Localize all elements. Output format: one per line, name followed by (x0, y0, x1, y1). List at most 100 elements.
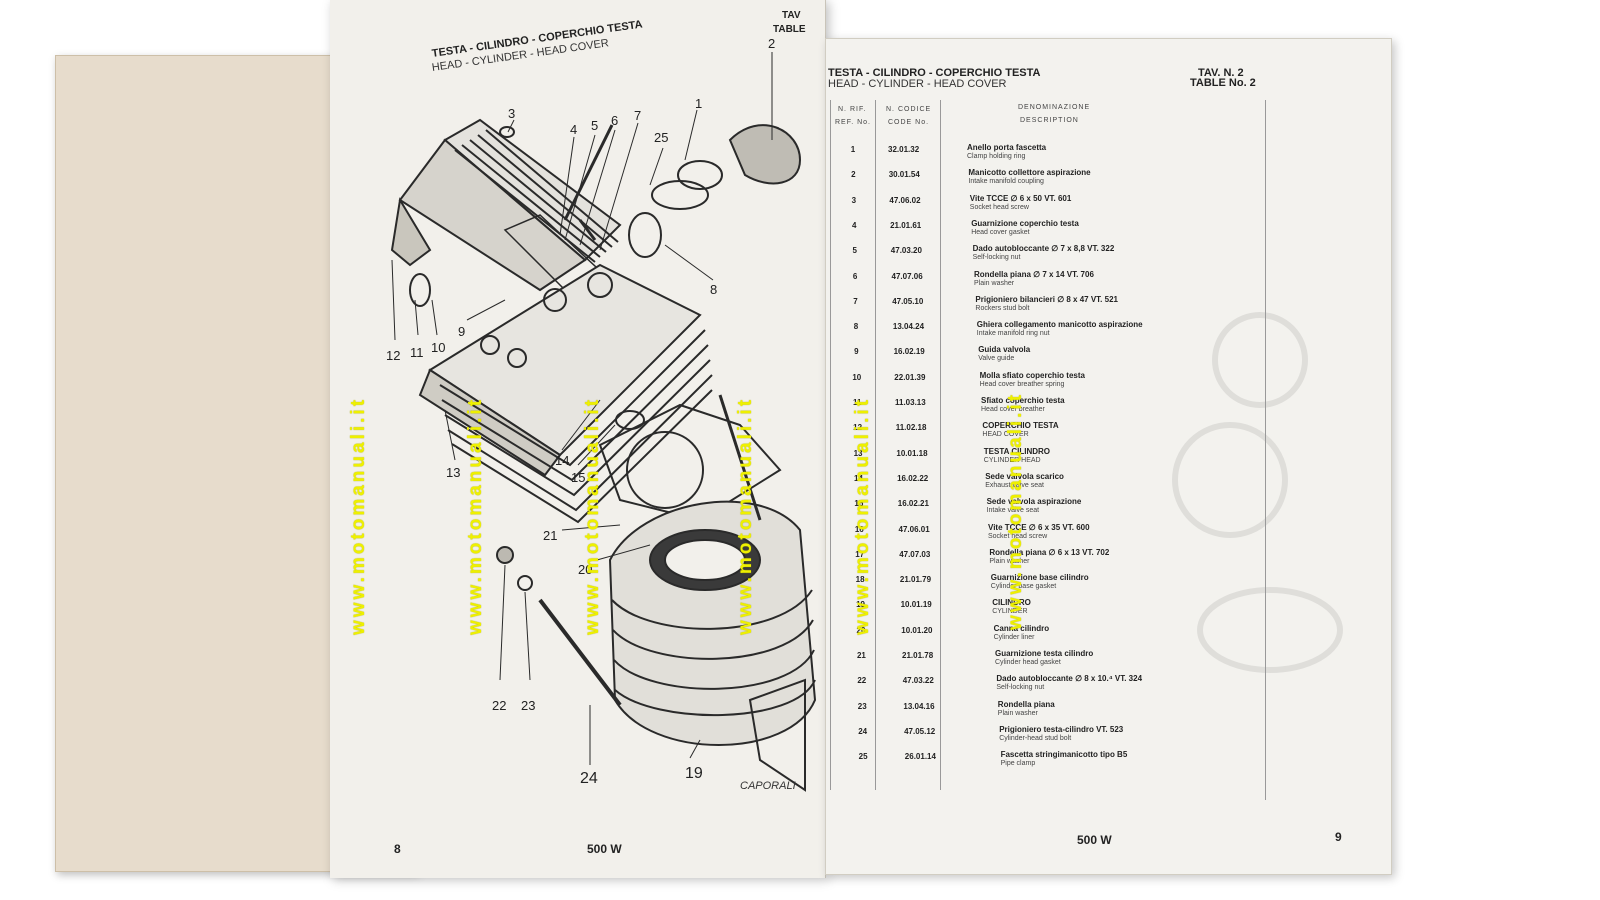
part-code: 47.07.03 (899, 549, 931, 559)
right-page (825, 38, 1392, 875)
part-ref-number: 12 (853, 423, 863, 433)
part-name-english: Intake manifold ring nut (976, 330, 1050, 338)
stud-bolt-7-drawing (563, 124, 614, 221)
callout-25: 25 (654, 130, 669, 145)
part-code: 22.01.39 (894, 372, 926, 382)
part-ref-number: 6 (852, 271, 858, 281)
part-name-english: Exhaust valve seat (985, 481, 1044, 489)
part-name-italian: Rondella piana ∅ 7 x 14 VT. 706 (974, 269, 1094, 279)
part-name-italian: Manicotto collettore aspirazione (968, 168, 1091, 178)
part-name-italian: Rondella piana ∅ 6 x 13 VT. 702 (989, 547, 1110, 557)
left-page-model: 500 W (587, 842, 622, 856)
watermark-text: www.motomanuali.it (465, 396, 486, 635)
part-name-italian: CILINDRO (992, 598, 1031, 608)
part-code: 30.01.54 (888, 170, 920, 180)
cylinder-drawing (608, 500, 817, 746)
header-code-italian: N. CODICE (886, 106, 932, 113)
callout-19: 19 (685, 765, 703, 782)
part-name-italian: Prigioniero testa-cilindro VT. 523 (999, 724, 1124, 734)
part-ref-number: 11 (852, 398, 862, 407)
callout-4: 4 (570, 122, 578, 137)
callout-13: 13 (446, 465, 461, 480)
part-ref-number: 25 (858, 752, 868, 762)
part-name-english: Self-locking nut (972, 254, 1021, 262)
table-line-code-desc (940, 100, 941, 790)
part-name-italian: Guarnizione base cilindro (990, 573, 1089, 583)
part-ref-number: 5 (852, 246, 857, 256)
part-name-italian: Ghiera collegamento manicotto aspirazion… (976, 320, 1143, 330)
part-name-italian: Guarnizione coperchio testa (971, 218, 1079, 228)
left-page-number: 8 (394, 842, 401, 856)
part-code: 47.03.20 (890, 246, 922, 256)
part-name-english: Plain washer (997, 709, 1038, 717)
table-line-left (830, 100, 831, 790)
part-name-english: Head cover breather (981, 406, 1045, 413)
watermark-text: www.motomanuali.it (852, 396, 873, 635)
callout-11: 11 (410, 345, 424, 360)
callout-6: 6 (611, 113, 619, 128)
watermark-text: www.motomanuali.it (1005, 391, 1026, 630)
part-name-italian: Guarnizione testa cilindro (995, 649, 1094, 658)
watermark-text: www.motomanuali.it (348, 396, 369, 635)
left-page-corner-table: TABLE (773, 24, 806, 35)
part-ref-number: 4 (852, 220, 857, 230)
intake-manifold-drawing (628, 124, 802, 258)
part-name-italian: Dado autobloccante ∅ 7 x 8,8 VT. 322 (972, 244, 1115, 254)
part-ref-number: 1 (850, 145, 856, 154)
callout-10: 10 (431, 340, 446, 355)
part-ref-number: 2 (851, 170, 856, 180)
callout-23: 23 (521, 698, 536, 713)
part-code: 16.02.19 (893, 347, 925, 357)
part-name-english: CYLINDER HEAD (983, 456, 1041, 464)
part-name-italian: Prigioniero bilancieri ∅ 8 x 47 VT. 521 (975, 294, 1118, 304)
part-name-italian: Sede valvola scarico (985, 471, 1064, 481)
callout-1: 1 (695, 96, 703, 111)
part-name-english: Intake manifold coupling (968, 178, 1044, 186)
part-ref-number: 7 (853, 296, 858, 306)
part-code: 13.04.16 (903, 701, 935, 711)
left-page-corner-tav: TAV (782, 10, 801, 21)
drawing-signature: CAPORALI (740, 780, 796, 792)
part-code: 10.01.20 (901, 625, 933, 635)
part-code: 13.04.24 (892, 322, 925, 332)
callout-3: 3 (508, 106, 516, 121)
part-ref-number: 18 (855, 575, 865, 585)
part-ref-number: 20 (856, 625, 866, 635)
part-code: 11.02.18 (895, 423, 927, 433)
part-code: 10.01.18 (896, 448, 928, 458)
part-ref-number: 10 (852, 372, 862, 382)
part-ref-number: 24 (858, 726, 868, 736)
callout-24: 24 (580, 770, 598, 787)
header-ref-english: REF. No. (835, 119, 872, 126)
right-page-title-italian: TESTA - CILINDRO - COPERCHIO TESTA (828, 67, 1041, 79)
part-name-italian: Molla sfiato coperchio testa (979, 370, 1085, 380)
part-name-italian: Canna cilindro (993, 623, 1050, 633)
show-through-drawing (1172, 312, 1343, 673)
part-name-english: Head cover gasket (971, 228, 1030, 236)
right-page-number: 9 (1335, 830, 1342, 844)
callout-20: 20 (578, 562, 593, 577)
callout-9: 9 (458, 324, 466, 339)
part-code: 21.01.78 (902, 651, 934, 660)
header-desc-english: DESCRIPTION (1020, 117, 1079, 124)
cylinder-head-drawing (418, 263, 713, 524)
part-name-italian: TESTA CILINDRO (983, 446, 1051, 456)
part-code: 11.03.13 (895, 398, 926, 407)
part-code: 21.01.79 (899, 575, 932, 585)
part-name-english: Cylinder base gasket (990, 583, 1057, 591)
callout-8: 8 (710, 282, 718, 297)
part-code: 10.01.19 (900, 600, 932, 610)
callout-12: 12 (386, 348, 401, 363)
part-name-english: Valve guide (978, 355, 1015, 363)
part-name-english: Socket head screw (988, 532, 1048, 540)
part-ref-number: 23 (857, 701, 867, 711)
part-name-english: HEAD COVER (982, 431, 1029, 439)
part-code: 47.07.06 (891, 271, 923, 281)
part-name-english: CYLINDER (992, 608, 1028, 616)
header-code-english: CODE No. (888, 119, 930, 126)
part-name-english: Rockers stud bolt (975, 304, 1030, 312)
part-ref-number: 3 (851, 195, 857, 205)
part-code: 26.01.14 (904, 752, 936, 762)
part-ref-number: 13 (853, 448, 863, 458)
part-name-english: Pipe clamp (1000, 760, 1036, 768)
